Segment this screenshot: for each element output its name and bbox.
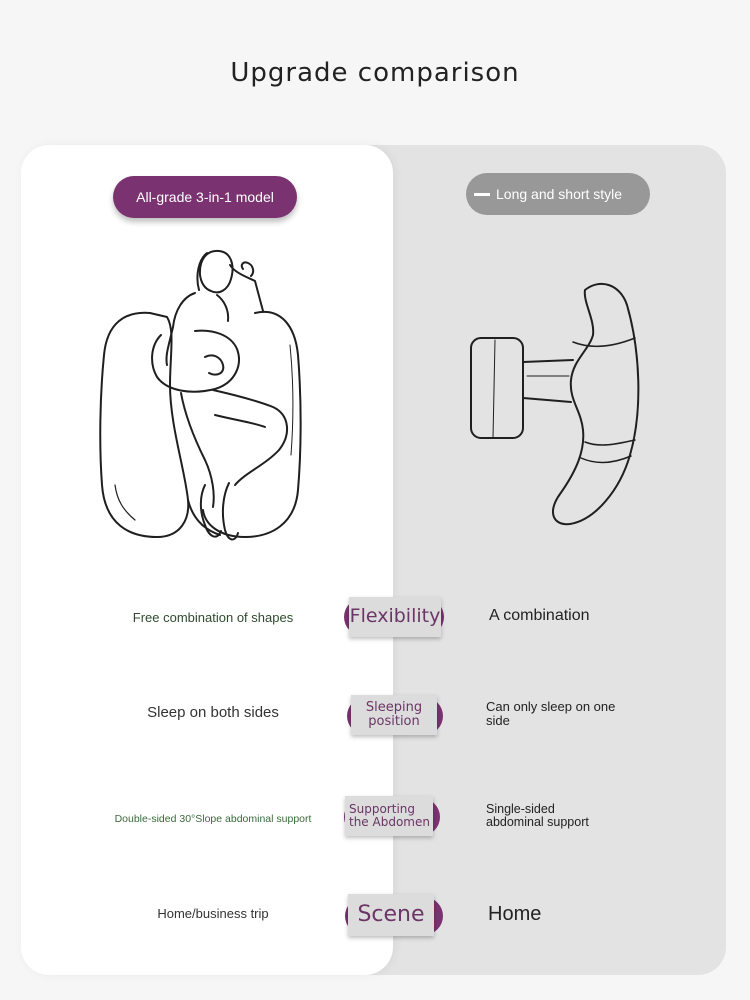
page-title: Upgrade comparison <box>230 58 520 88</box>
model-label-long-short: Long and short style <box>466 173 650 215</box>
row-1-right-text: A combination <box>489 607 590 624</box>
badge-label-supporting-abdomen: Supporting the Abdomen <box>345 796 433 836</box>
row-4-left-text: Home/business trip <box>157 906 269 921</box>
row-2-right-text: Can only sleep on one side <box>486 699 616 728</box>
row-2-left-text: Sleep on both sides <box>147 704 279 721</box>
badge-label-scene: Scene <box>348 894 434 936</box>
row-3-right-text: Single-sided abdominal support <box>486 802 589 829</box>
row-1-left-text: Free combination of shapes <box>132 610 294 625</box>
comparison-card-3in1 <box>21 145 393 975</box>
comparison-card-long-short <box>330 145 726 975</box>
model-label-3in1: All-grade 3-in-1 model <box>113 176 297 218</box>
row-3-left-text: Double-sided 30°Slope abdominal support <box>114 813 312 825</box>
pregnancy-pillow-u-illustration <box>99 249 302 541</box>
model-label-text: Long and short style <box>496 186 623 202</box>
badge-label-sleeping-position: Sleeping position <box>351 695 437 735</box>
row-4-right-text: Home <box>488 903 542 925</box>
model-label-text: All-grade 3-in-1 model <box>136 189 274 205</box>
dash-icon <box>474 192 490 196</box>
long-short-pillow-illustration <box>470 282 640 526</box>
badge-label-flexibility: Flexibility <box>349 597 441 637</box>
